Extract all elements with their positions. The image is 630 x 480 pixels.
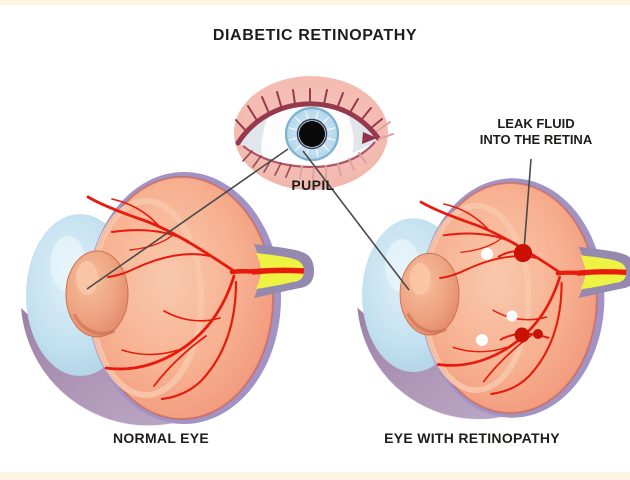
upper-eyelid <box>235 101 381 146</box>
normal-eye-caption: NORMAL EYE <box>112 430 210 446</box>
leak-fluid-label: LEAK FLUID INTO THE RETINA <box>456 116 616 149</box>
corner-eyelashes <box>376 121 394 140</box>
leader-line-to-retinopathy-eye <box>302 150 410 291</box>
external-eye-illustration <box>234 76 394 190</box>
leak-fluid-label-line2: INTO THE RETINA <box>479 132 593 148</box>
exudate-spot <box>506 310 518 322</box>
leader-line-to-normal-eye <box>86 148 289 290</box>
top-border-band <box>0 0 630 5</box>
lower-eyelashes-left <box>242 150 292 178</box>
bottom-border-band <box>0 472 630 480</box>
exudate-spot <box>481 248 493 260</box>
exudate-spot <box>476 334 488 346</box>
normal-eye-illustration <box>20 170 314 426</box>
upper-eyelashes <box>235 88 383 132</box>
pupil-label: PUPIL <box>291 177 335 193</box>
retinopathy-eye-illustration <box>356 176 630 419</box>
hemorrhage-spot <box>533 329 543 339</box>
leak-fluid-label-line1: LEAK FLUID <box>497 116 575 131</box>
leak-point <box>514 244 532 262</box>
retinopathy-eye-caption: EYE WITH RETINOPATHY <box>384 430 560 446</box>
hemorrhage-spot <box>514 327 530 343</box>
page-title: DIABETIC RETINOPATHY <box>212 27 418 44</box>
pupil <box>299 121 325 147</box>
leader-line-leak-fluid <box>523 158 532 251</box>
eye-outer-corner <box>362 132 377 144</box>
lower-eyelashes-right <box>299 152 367 180</box>
